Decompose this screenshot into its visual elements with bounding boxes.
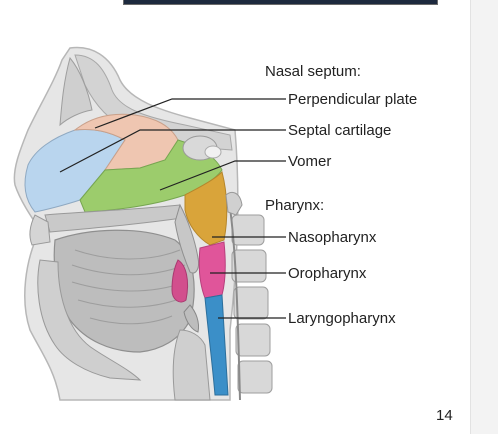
pharynx-heading: Pharynx: (265, 197, 325, 214)
pituitary (204, 145, 222, 159)
leader-perpendicular-plate (94, 98, 286, 129)
soft-palate (174, 203, 199, 274)
leader-septal-cartilage (59, 129, 286, 173)
leader-lines (59, 98, 286, 319)
page-number: 14 (436, 407, 453, 424)
tongue-muscle-lines (71, 249, 187, 325)
lower-jaw (37, 259, 142, 381)
upper-lip (29, 214, 51, 246)
label-vomer: Vomer (288, 153, 332, 170)
nasal-bone (59, 56, 93, 127)
oropharynx-region (198, 241, 226, 299)
perpendicular-plate-region (73, 113, 179, 171)
nasopharynx-region (184, 171, 228, 246)
leader-vomer (159, 160, 286, 191)
slide: Nasal septum: Perpendicular plate Septal… (13, 0, 453, 424)
label-perpendicular-plate: Perpendicular plate (288, 91, 418, 108)
sagittal-head-illustration (13, 46, 286, 401)
palatine-tonsil (171, 259, 189, 303)
nasal-septum-heading: Nasal septum: (265, 63, 361, 80)
scrollbar-gutter[interactable] (470, 0, 498, 434)
label-nasopharynx: Nasopharynx (288, 229, 377, 246)
epiglottis (183, 304, 199, 333)
previous-image-strip (123, 0, 438, 5)
dens (225, 192, 243, 216)
label-laryngopharynx: Laryngopharynx (288, 310, 396, 327)
label-oropharynx: Oropharynx (288, 265, 367, 282)
label-septal-cartilage: Septal cartilage (288, 122, 392, 139)
larynx (172, 329, 211, 401)
